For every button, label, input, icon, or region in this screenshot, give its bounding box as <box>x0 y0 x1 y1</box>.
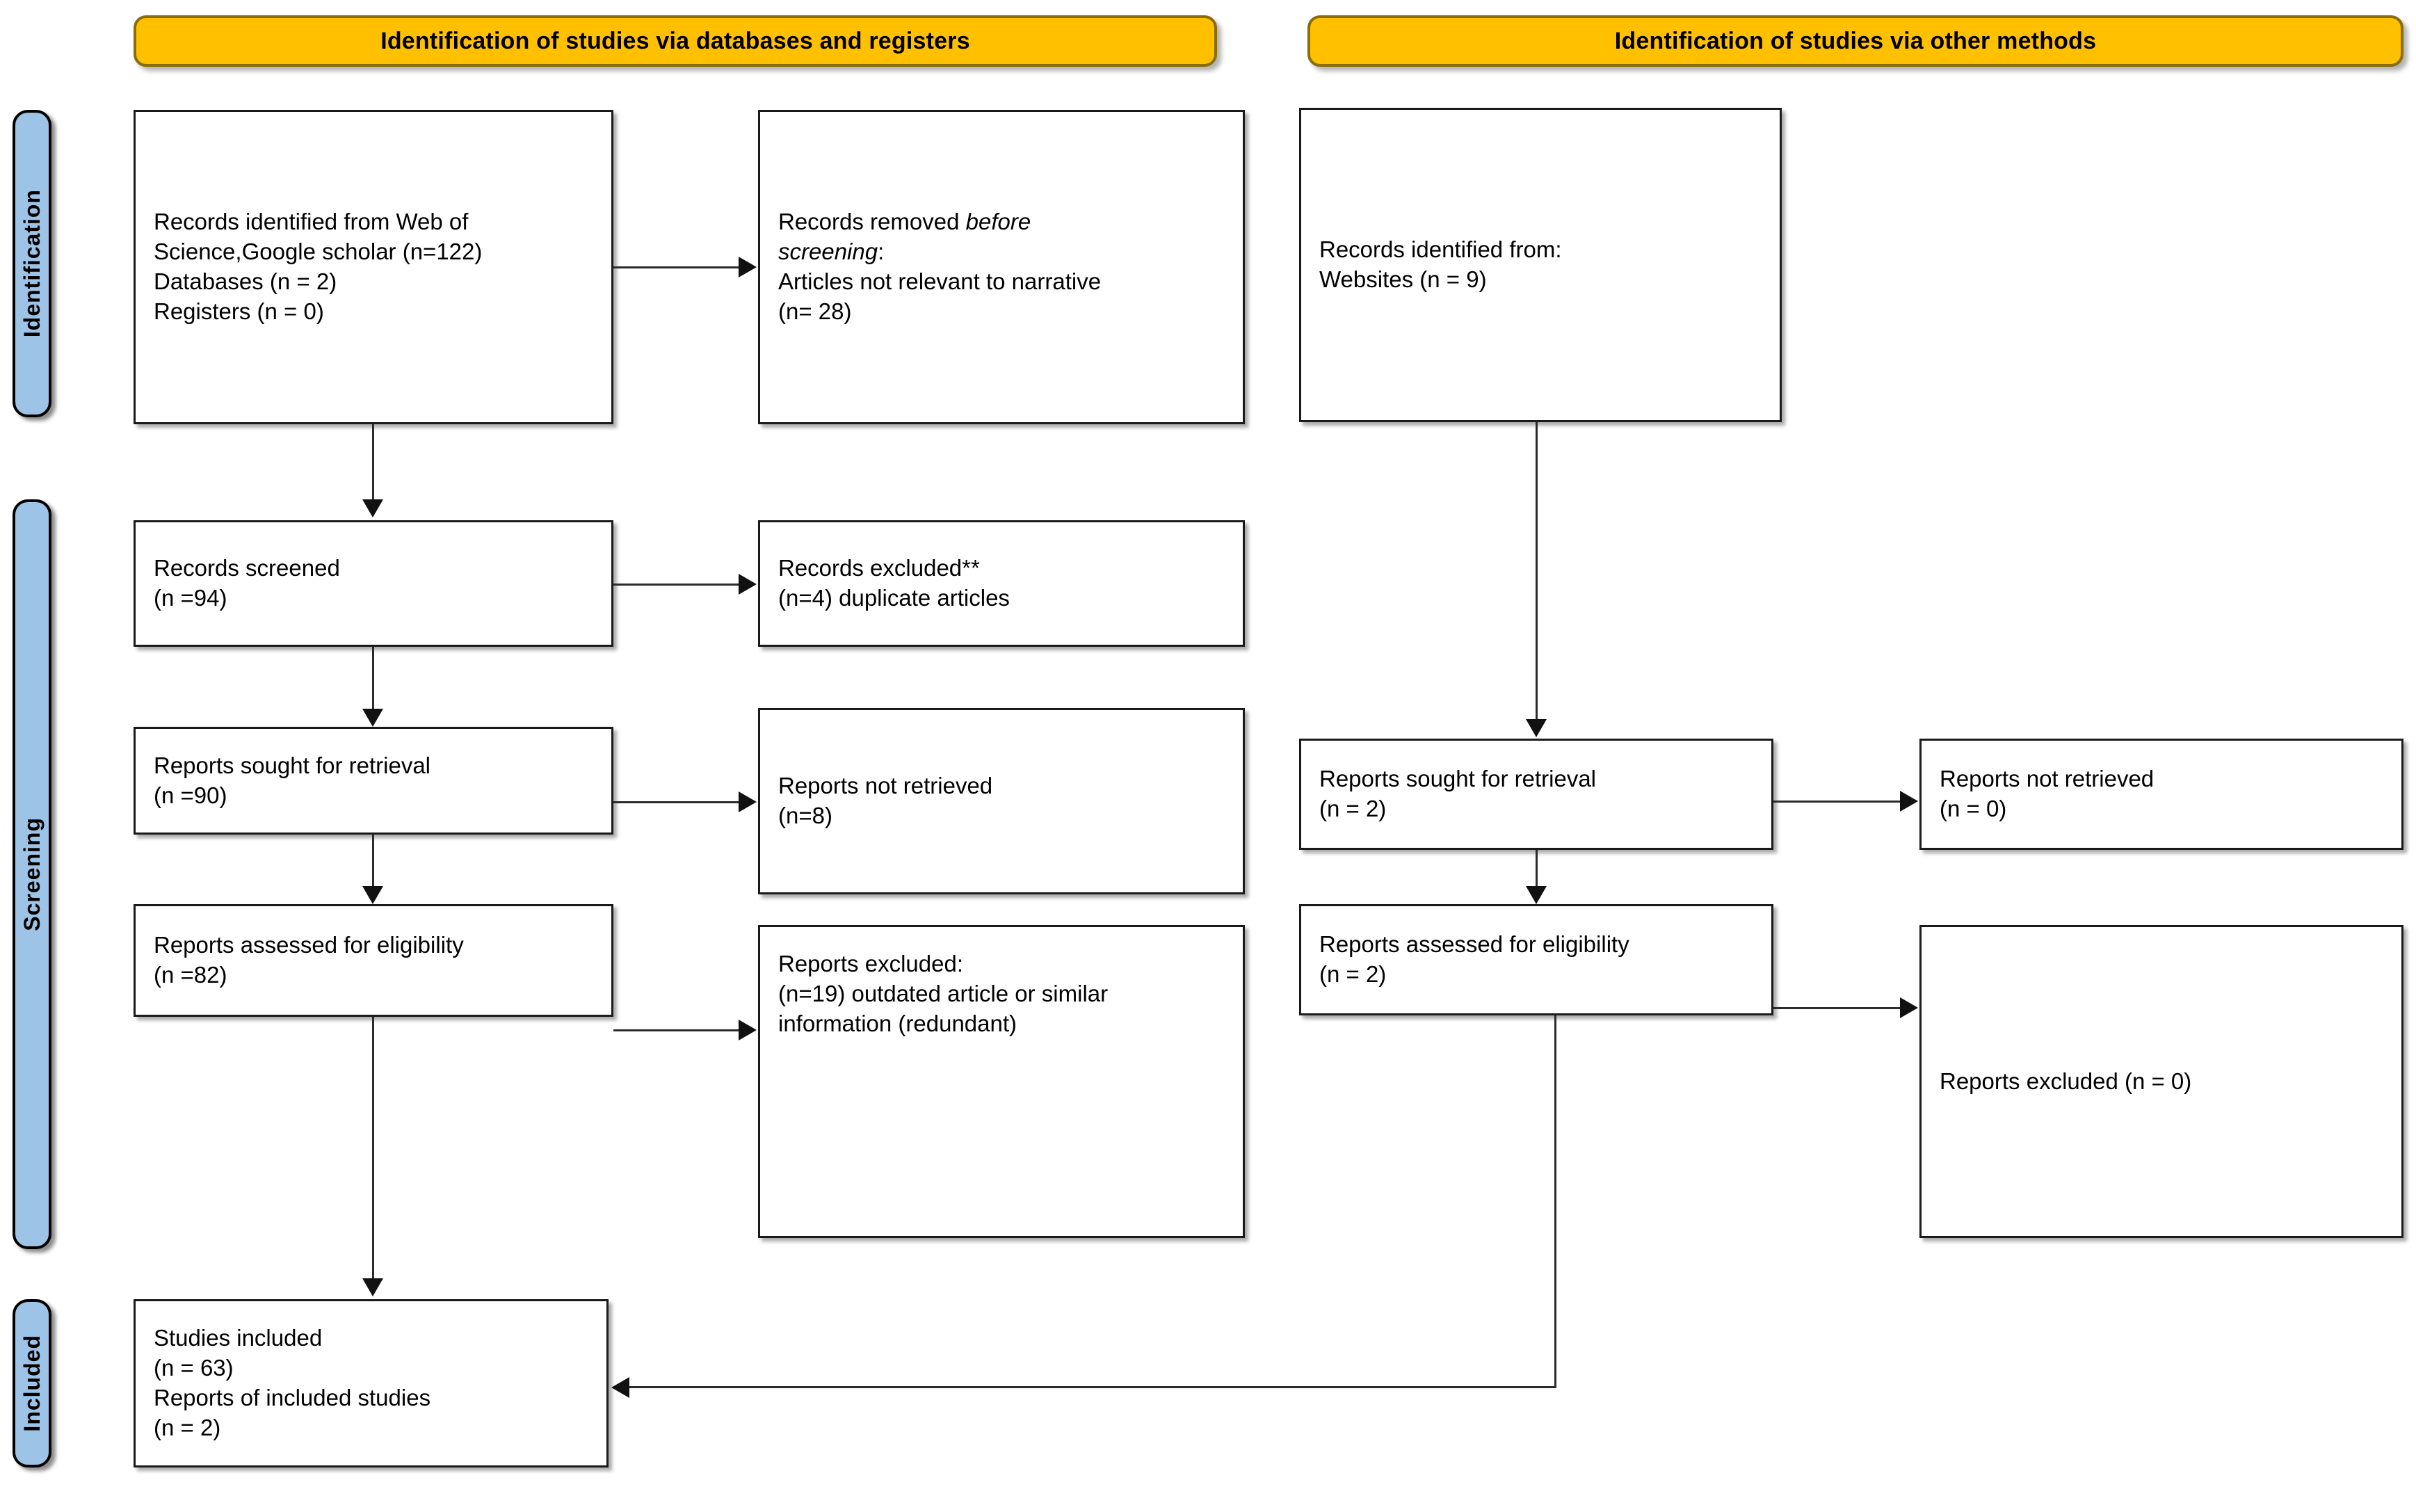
reports-assessed-left-line-1: Reports assessed for eligibility <box>154 932 464 958</box>
reports-sought-left-line-2: (n =90) <box>154 782 227 808</box>
records-screened-line-2: (n =94) <box>154 585 227 611</box>
records-identified-other-line-2: Websites (n = 9) <box>1319 266 1487 292</box>
connector-sought-to-not-retrieved-right <box>1773 801 1900 803</box>
arrowhead-sought-to-not-retrieved-right <box>1900 791 1918 812</box>
connector-right-elbow-vertical <box>1554 1015 1556 1388</box>
box-reports-sought-left: Reports sought for retrieval (n =90) <box>134 727 613 835</box>
arrowhead-screened-to-excluded <box>739 574 757 595</box>
box-records-identified-other: Records identified from: Websites (n = 9… <box>1299 108 1782 422</box>
arrowhead-sought-to-not-retrieved-left <box>739 791 757 812</box>
stage-pill-identification: Identification <box>13 110 51 417</box>
box-reports-sought-right: Reports sought for retrieval (n = 2) <box>1299 739 1773 850</box>
stage-pill-included: Included <box>13 1299 51 1467</box>
header-other-methods: Identification of studies via other meth… <box>1307 15 2403 67</box>
box-records-excluded: Records excluded** (n=4) duplicate artic… <box>758 520 1245 647</box>
records-excluded-line-2: (n=4) duplicate articles <box>778 585 1010 611</box>
records-identified-line-4: Registers (n = 0) <box>154 298 324 324</box>
box-reports-excluded-right: Reports excluded (n = 0) <box>1919 925 2403 1238</box>
connector-identified-to-removed <box>613 266 739 268</box>
connector-screened-to-excluded <box>613 584 739 586</box>
arrowhead-other-identified-to-sought <box>1526 719 1547 737</box>
reports-not-retrieved-right-line-2: (n = 0) <box>1940 796 2007 821</box>
records-identified-other-line-1: Records identified from: <box>1319 236 1562 263</box>
stage-label-identification: Identification <box>19 189 45 338</box>
box-records-removed: Records removed before screening: Articl… <box>758 110 1245 424</box>
studies-included-line-4: (n = 2) <box>154 1414 221 1440</box>
records-removed-line-3: Articles not relevant to narrative <box>778 268 1102 294</box>
connector-right-elbow-horizontal <box>629 1386 1556 1388</box>
header-databases-registers: Identification of studies via databases … <box>134 15 1217 67</box>
arrowhead-assessed-to-excluded-left <box>739 1020 757 1040</box>
header-databases-registers-label: Identification of studies via databases … <box>380 27 970 54</box>
records-identified-line-2: Science,Google scholar (n=122) <box>154 239 483 265</box>
records-screened-line-1: Records screened <box>154 555 340 581</box>
studies-included-line-3: Reports of included studies <box>154 1385 431 1410</box>
box-records-identified: Records identified from Web of Science,G… <box>134 110 613 424</box>
box-records-screened: Records screened (n =94) <box>134 520 613 647</box>
reports-not-retrieved-right-line-1: Reports not retrieved <box>1940 766 2155 792</box>
connector-identified-to-screened <box>372 424 374 502</box>
box-reports-not-retrieved-left: Reports not retrieved (n=8) <box>758 708 1245 894</box>
arrowhead-sought-to-assessed-right <box>1526 886 1547 904</box>
reports-sought-right-line-2: (n = 2) <box>1319 796 1387 821</box>
connector-other-identified-to-sought <box>1536 422 1538 721</box>
reports-excluded-left-line-2: (n=19) outdated article or similar <box>778 980 1109 1006</box>
connector-sought-to-assessed-left <box>372 835 374 889</box>
reports-excluded-left-line-3: information (redundant) <box>778 1010 1017 1036</box>
connector-assessed-to-excluded-left <box>613 1029 739 1031</box>
reports-assessed-right-line-1: Reports assessed for eligibility <box>1319 931 1629 958</box>
connector-screened-to-sought <box>372 647 374 713</box>
stage-label-included: Included <box>19 1335 45 1432</box>
connector-sought-to-assessed-right <box>1536 850 1538 889</box>
reports-excluded-right-line-1: Reports excluded (n = 0) <box>1940 1068 2192 1094</box>
arrowhead-assessed-to-included <box>362 1278 383 1296</box>
reports-excluded-left-line-1: Reports excluded: <box>778 951 963 976</box>
reports-assessed-left-line-2: (n =82) <box>154 962 227 988</box>
records-removed-lead: Records removed <box>778 209 966 235</box>
records-removed-line-4: (n= 28) <box>778 298 852 324</box>
connector-assessed-to-excluded-right <box>1773 1007 1900 1009</box>
reports-sought-left-line-1: Reports sought for retrieval <box>154 752 431 778</box>
connector-assessed-to-included <box>372 1017 374 1280</box>
records-removed-colon: : <box>878 239 885 265</box>
reports-assessed-right-line-2: (n = 2) <box>1319 961 1387 987</box>
reports-not-retrieved-left-line-1: Reports not retrieved <box>778 773 993 799</box>
box-reports-excluded-left: Reports excluded: (n=19) outdated articl… <box>758 925 1245 1238</box>
studies-included-line-2: (n = 63) <box>154 1355 234 1381</box>
arrowhead-assessed-to-excluded-right <box>1900 997 1918 1018</box>
box-studies-included: Studies included (n = 63) Reports of inc… <box>134 1299 609 1467</box>
box-reports-assessed-left: Reports assessed for eligibility (n =82) <box>134 904 613 1017</box>
arrowhead-sought-to-assessed-left <box>362 886 383 904</box>
stage-pill-screening: Screening <box>13 499 51 1249</box>
records-removed-emphasis-before: before <box>965 209 1031 235</box>
records-identified-line-1: Records identified from Web of <box>154 209 469 235</box>
records-removed-emphasis-screening: screening <box>778 239 878 265</box>
header-other-methods-label: Identification of studies via other meth… <box>1614 27 2097 54</box>
arrowhead-identified-to-screened <box>362 499 383 517</box>
box-reports-assessed-right: Reports assessed for eligibility (n = 2) <box>1299 904 1773 1015</box>
reports-sought-right-line-1: Reports sought for retrieval <box>1319 766 1597 792</box>
connector-sought-to-not-retrieved-left <box>613 801 739 803</box>
arrowhead-identified-to-removed <box>739 257 757 278</box>
studies-included-line-1: Studies included <box>154 1325 323 1351</box>
arrowhead-right-elbow-to-included <box>611 1377 629 1398</box>
box-reports-not-retrieved-right: Reports not retrieved (n = 0) <box>1919 739 2403 850</box>
records-removed-line-1: Records removed before <box>778 207 1225 237</box>
records-removed-line-2: screening: <box>778 237 1225 267</box>
records-identified-line-3: Databases (n = 2) <box>154 268 337 294</box>
reports-not-retrieved-left-line-2: (n=8) <box>778 803 832 828</box>
records-excluded-line-1: Records excluded** <box>778 555 980 581</box>
arrowhead-screened-to-sought <box>362 709 383 727</box>
stage-label-screening: Screening <box>19 817 45 931</box>
